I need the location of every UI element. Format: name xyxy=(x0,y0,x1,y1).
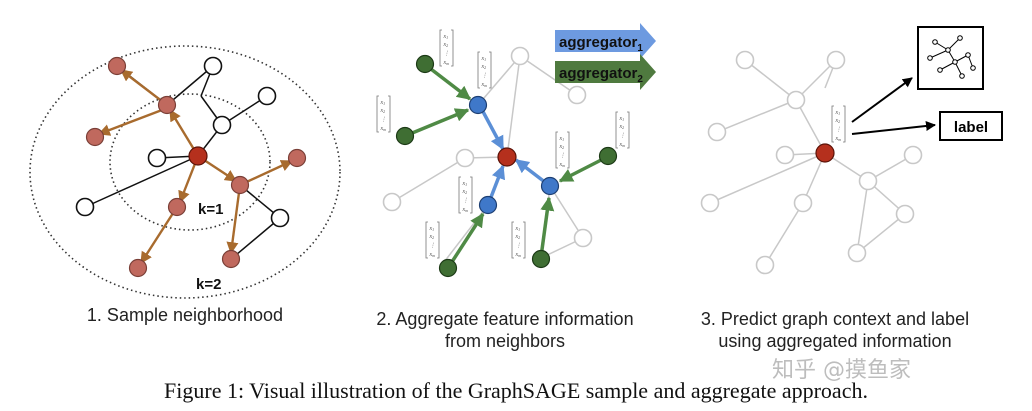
feature-vector: x1 x2 ⋮ xm xyxy=(615,111,630,149)
vector-bracket xyxy=(458,176,473,214)
feature-vector: x1 x2 ⋮ xm xyxy=(511,221,526,259)
vector-entry: x2 xyxy=(429,234,435,240)
vector-bracket xyxy=(376,95,391,133)
feature-vector: x1 x2 ⋮ xm xyxy=(425,221,440,259)
vector-entry: ⋮ xyxy=(381,116,387,123)
vector-entry: x2 xyxy=(559,144,565,150)
vector-entry: ⋮ xyxy=(836,126,842,133)
panel-2-aggregate: aggregator1 aggregator2 xyxy=(382,23,656,278)
vector-entry: ⋮ xyxy=(430,242,436,249)
vector-entry: x2 xyxy=(515,234,521,240)
figure-caption: Figure 1: Visual illustration of the Gra… xyxy=(164,378,868,403)
vector-entry: xm xyxy=(835,136,842,142)
k1-boundary xyxy=(109,93,271,231)
vector-entry: xm xyxy=(429,252,436,258)
vector-entry: x1 xyxy=(429,226,435,232)
feature-vector: x1 x2 ⋮ xm xyxy=(555,131,570,169)
panel-2-label-line1: 2. Aggregate feature information xyxy=(376,309,634,329)
vector-entry: ⋮ xyxy=(560,152,566,159)
vector-entry: x2 xyxy=(443,42,449,48)
feature-vector: x1 x2 ⋮ xm xyxy=(831,105,846,143)
k1-label: k=1 xyxy=(198,201,223,218)
center-node-3 xyxy=(815,143,835,163)
vector-entry: x1 xyxy=(559,136,565,142)
vector-entry: x2 xyxy=(462,189,468,195)
panel-3-label-line1: 3. Predict graph context and label xyxy=(700,309,970,329)
panel-3-label: 3. Predict graph context and label using… xyxy=(670,308,1000,352)
label-arrow xyxy=(851,120,936,135)
vector-entry: x1 xyxy=(835,110,841,116)
feature-vector: x1 x2 ⋮ xm xyxy=(477,51,492,89)
vector-entry: xm xyxy=(443,60,450,66)
graph-context-icon xyxy=(927,35,976,79)
vector-entry: ⋮ xyxy=(516,242,522,249)
vector-bracket xyxy=(439,29,454,67)
feature-vector: x1 x2 ⋮ xm xyxy=(376,95,391,133)
feature-vectors: x1 x2 ⋮ xm x1 x2 ⋮ xm x1 x2 ⋮ xm x1 x2 ⋮ xm x1 x2 ⋮ xm x1 x2 ⋮… xyxy=(376,29,846,259)
label-box-text: label xyxy=(954,119,988,136)
vector-entry: ⋮ xyxy=(482,72,488,79)
vector-bracket xyxy=(615,111,630,149)
panel-3-label-line2: using aggregated information xyxy=(718,331,952,351)
vector-entry: xm xyxy=(559,162,566,168)
aggregator-2-label: aggregator2 xyxy=(559,65,643,85)
vector-entry: ⋮ xyxy=(620,132,626,139)
vector-bracket xyxy=(425,221,440,259)
panel-1-sample-neighborhood: k=1 k=2 xyxy=(29,45,341,299)
feature-vector: x1 x2 ⋮ xm xyxy=(439,29,454,67)
panel-2-label-line2: from neighbors xyxy=(444,331,566,351)
vector-entry: ⋮ xyxy=(444,50,450,57)
panel-3-predict: label xyxy=(700,26,1003,275)
vector-entry: ⋮ xyxy=(463,197,469,204)
watermark: 知乎 @摸鱼家 xyxy=(772,358,911,383)
vector-entry: x1 xyxy=(481,56,487,62)
panel-2-label: 2. Aggregate feature information from ne… xyxy=(340,308,670,352)
k2-label: k=2 xyxy=(196,276,221,293)
vector-entry: xm xyxy=(481,82,488,88)
vector-entry: x2 xyxy=(481,64,487,70)
vector-entry: x1 xyxy=(380,100,386,106)
vector-bracket xyxy=(831,105,846,143)
vector-entry: x1 xyxy=(462,181,468,187)
vector-entry: xm xyxy=(462,207,469,213)
vector-entry: x1 xyxy=(443,34,449,40)
vector-entry: xm xyxy=(380,126,387,132)
vector-entry: xm xyxy=(619,142,626,148)
vector-entry: x2 xyxy=(835,118,841,124)
vector-bracket xyxy=(477,51,492,89)
center-node-2 xyxy=(497,147,517,167)
panel-1-label: 1. Sample neighborhood xyxy=(86,305,284,325)
vector-bracket xyxy=(511,221,526,259)
context-arrow xyxy=(851,77,913,123)
target-node xyxy=(188,146,208,166)
vector-entry: xm xyxy=(515,252,522,258)
aggregator-1-arrow xyxy=(555,23,656,59)
k2-boundary xyxy=(29,45,341,299)
vector-entry: x1 xyxy=(619,116,625,122)
label-box xyxy=(939,111,1003,141)
vector-bracket xyxy=(555,131,570,169)
aggregator-2-arrow xyxy=(555,54,656,90)
vector-entry: x2 xyxy=(380,108,386,114)
vector-entry: x1 xyxy=(515,226,521,232)
feature-vector: x1 x2 ⋮ xm xyxy=(458,176,473,214)
vector-entry: x2 xyxy=(619,124,625,130)
aggregator-1-label: aggregator1 xyxy=(559,34,643,54)
